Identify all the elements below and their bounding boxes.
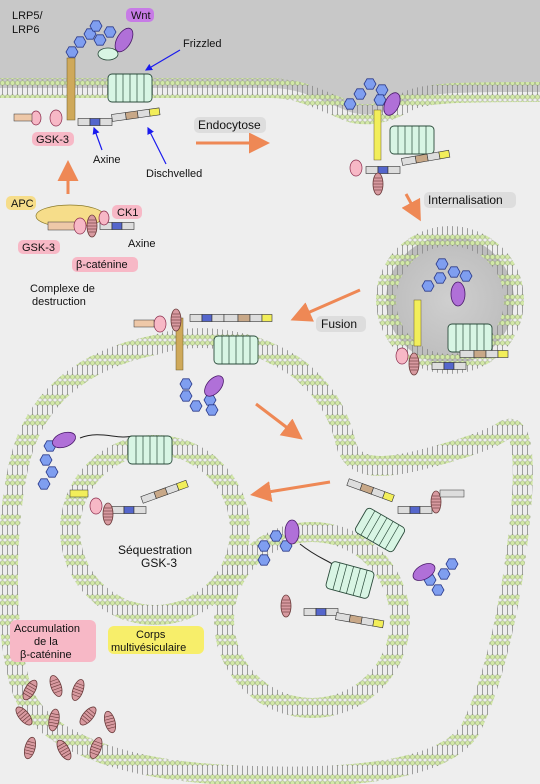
apc-tag xyxy=(6,196,36,210)
wnt-ligand-icon xyxy=(114,27,134,53)
plasma-membrane xyxy=(0,78,540,125)
arrow-icon xyxy=(255,402,303,440)
sequestration-label-line1: Séquestration xyxy=(118,543,192,557)
destruction-label-line1: Complexe de xyxy=(30,283,95,295)
label-pointers xyxy=(92,49,181,165)
receptor-complex-endocytosis xyxy=(343,78,451,196)
beta-catenine-label: β-caténine xyxy=(76,259,128,271)
ck1-label: CK1 xyxy=(117,207,138,219)
fusion-tag xyxy=(316,316,366,332)
dischvelled-label: Dischvelled xyxy=(146,168,202,180)
fusion-label: Fusion xyxy=(321,317,357,331)
accumulation-label-line2: de la xyxy=(34,636,59,648)
ck1-tag xyxy=(112,205,142,219)
dishevelled-icon xyxy=(111,107,161,122)
axine-icon xyxy=(77,118,113,126)
destruction-label-line2: destruction xyxy=(32,296,86,308)
accumulation-label-line3: β-caténine xyxy=(20,649,72,661)
corps-label-line1: Corps xyxy=(136,629,166,641)
receptor-complex-intraluminal xyxy=(257,519,385,629)
receptor-complex-fusion xyxy=(133,308,273,416)
process-arrows xyxy=(57,132,421,502)
endocytose-tag xyxy=(194,117,266,133)
gsk3-icon xyxy=(49,109,63,127)
multivesicular-body-membrane xyxy=(0,328,533,784)
beta-catenine-tag xyxy=(72,257,138,272)
internalisation-tag xyxy=(424,192,516,208)
destruction-complex xyxy=(35,204,135,238)
wnt-label: Wnt xyxy=(131,10,151,22)
accumulation-label-line1: Accumulation xyxy=(14,623,80,635)
frizzled-receptor-icon xyxy=(107,73,153,103)
axine-complex-label: Axine xyxy=(128,238,156,250)
gsk3-tag xyxy=(32,132,74,146)
receptor-complex-vesicle xyxy=(395,258,509,376)
intraluminal-vesicle xyxy=(214,522,410,718)
apc-label: APC xyxy=(11,198,34,210)
gsk3-label: GSK-3 xyxy=(36,134,69,146)
accumulation-tag xyxy=(10,620,96,662)
frizzled-label: Frizzled xyxy=(183,38,222,50)
sequestration-label-line2: GSK-3 xyxy=(141,556,177,570)
receptor-complex-sequestration xyxy=(37,431,189,526)
axine-label: Axine xyxy=(93,154,121,166)
sequestration-vesicle xyxy=(60,435,250,625)
corps-tag xyxy=(108,626,204,654)
lrp-label-line2: LRP6 xyxy=(12,24,40,36)
wnt-tag xyxy=(126,8,154,22)
gsk3-complex-tag xyxy=(18,240,60,254)
internalisation-label: Internalisation xyxy=(428,193,503,207)
endocytose-label: Endocytose xyxy=(198,118,261,132)
corps-label-line2: multivésiculaire xyxy=(111,642,186,654)
arrow-icon xyxy=(250,480,331,502)
receptor-complex-mvb-right xyxy=(346,478,465,596)
gsk3-complex-label: GSK-3 xyxy=(22,242,55,254)
lrp-label-line1: LRP5/ xyxy=(12,10,44,22)
receptor-complex-plasma-membrane xyxy=(13,20,161,127)
arrow-icon xyxy=(401,193,421,222)
arrow-icon xyxy=(290,288,361,322)
